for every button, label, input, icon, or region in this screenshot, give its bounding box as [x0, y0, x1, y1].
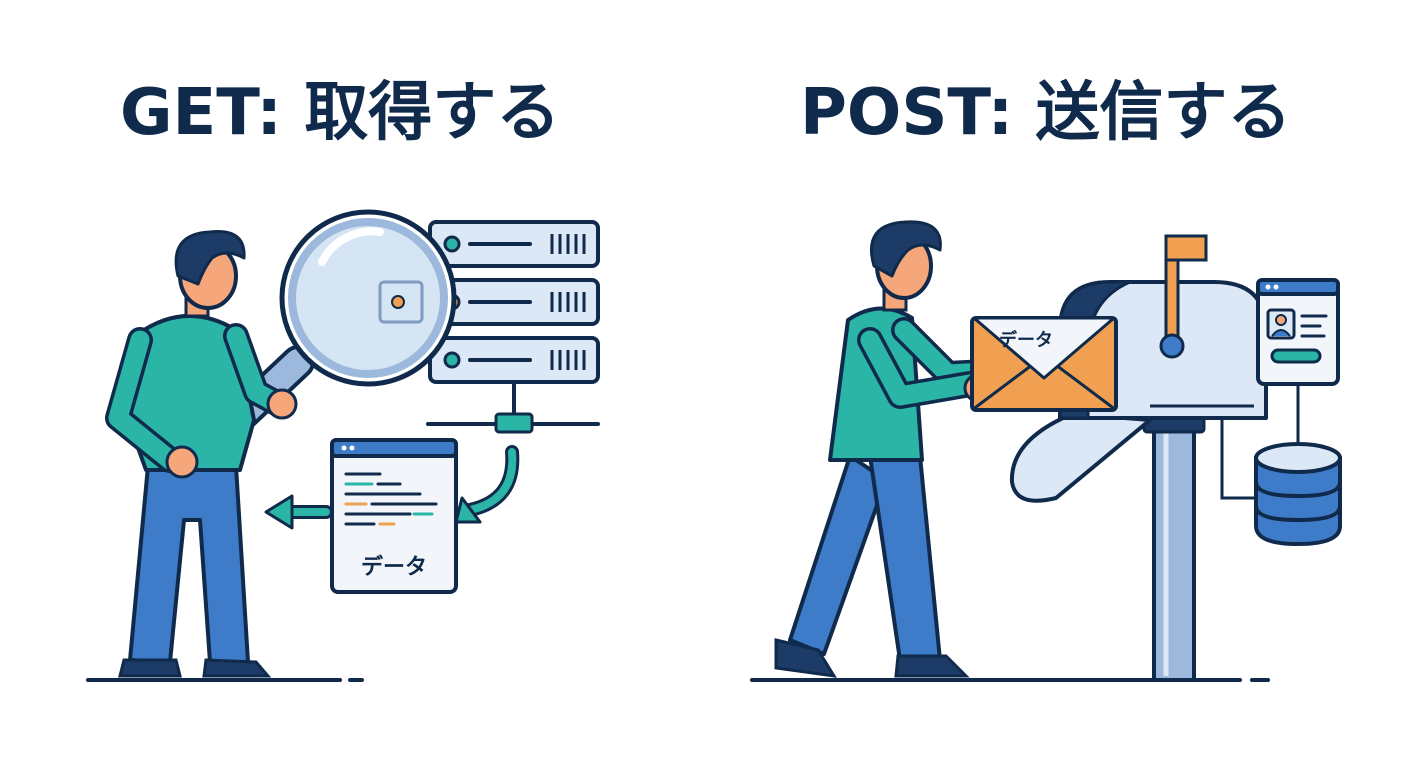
mailbox-post — [1142, 416, 1206, 682]
post-heading: POST: 送信する — [800, 76, 1292, 150]
get-heading: GET: 取得する — [120, 76, 561, 150]
network-connector-icon — [426, 382, 600, 434]
post-scene: データ — [750, 220, 1342, 682]
post-person-figure — [774, 220, 1006, 678]
mailbox-flag-icon — [1159, 234, 1208, 359]
post-data-label: データ — [999, 329, 1053, 351]
get-left-arrow-icon — [264, 494, 333, 530]
post-connector-lines — [1220, 384, 1300, 500]
get-data-label: データ — [361, 554, 427, 580]
get-scene: データ — [86, 209, 600, 682]
get-data-document: データ — [330, 438, 458, 594]
envelope-icon: データ — [970, 316, 1118, 412]
get-curved-arrow-icon — [454, 445, 520, 524]
profile-card-icon — [1256, 278, 1340, 386]
database-icon — [1254, 442, 1342, 547]
get-person-figure — [105, 230, 298, 678]
user-avatar-icon — [1266, 308, 1296, 340]
